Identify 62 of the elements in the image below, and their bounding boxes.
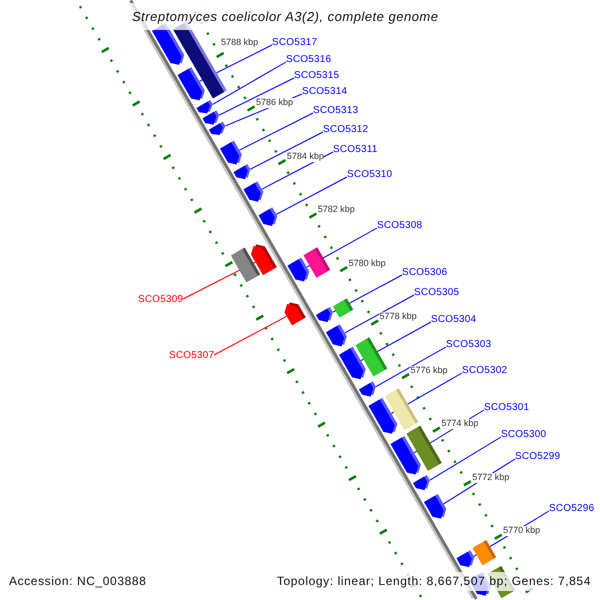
gene-block — [358, 381, 376, 397]
gene-block — [326, 324, 347, 346]
scale-label: 5780 kbp — [348, 258, 386, 269]
gene-label: SCO5303 — [446, 338, 492, 350]
leader-line — [429, 436, 502, 481]
gene-label: SCO5316 — [286, 54, 332, 64]
gene-block — [202, 110, 220, 125]
gene-block — [412, 474, 430, 490]
gene-label: SCO5315 — [294, 70, 340, 80]
scale-label: 5788 kbp — [221, 38, 258, 48]
gene-label: SCO5296 — [549, 502, 594, 514]
leader-line — [238, 112, 314, 151]
gene-label: SCO5299 — [515, 450, 560, 462]
scale-label: 5784 kbp — [286, 152, 324, 162]
gene-label: SCO5301 — [484, 402, 530, 412]
gene-label: SCO5304 — [431, 314, 476, 324]
leader-line — [261, 152, 334, 190]
gene-label: SCO5313 — [313, 104, 358, 116]
gene-block — [196, 100, 213, 114]
gene-block — [287, 258, 310, 282]
gene-label: SCO5309 — [138, 294, 184, 304]
gene-label: SCO5317 — [272, 36, 318, 48]
gene-block — [390, 436, 421, 474]
leader-line — [218, 78, 294, 116]
gene-block — [456, 550, 474, 568]
gene-block — [368, 398, 398, 434]
scale-label: 5772 kbp — [472, 472, 510, 483]
gene-block — [338, 346, 366, 380]
gene-label: SCO5308 — [377, 220, 422, 230]
gene-block — [250, 244, 277, 276]
leader-line — [276, 176, 348, 215]
gene-label: SCO5305 — [414, 286, 460, 298]
leader-line — [212, 62, 286, 105]
gene-block — [233, 164, 250, 180]
leader-line — [214, 316, 288, 356]
gene-block — [424, 494, 446, 519]
accession-text: Accession: NC_003888 — [9, 575, 146, 588]
gene-block — [208, 122, 226, 136]
gene-label: SCO5311 — [333, 144, 378, 154]
gene-label: SCO5307 — [169, 350, 214, 360]
scale-label: 5770 kbp — [503, 526, 540, 536]
scale-label: 5776 kbp — [410, 366, 448, 376]
gene-block — [243, 181, 264, 202]
gene-label: SCO5300 — [501, 428, 546, 440]
scale-label: 5786 kbp — [256, 98, 293, 108]
scale-label: 5778 kbp — [380, 312, 417, 322]
gene-label: SCO5314 — [302, 86, 348, 96]
leader-line — [344, 294, 414, 334]
scale-label: 5782 kbp — [318, 205, 355, 216]
leader-line — [250, 132, 324, 170]
gene-label: SCO5306 — [402, 266, 448, 278]
gene-block — [316, 306, 333, 322]
gene-block — [177, 67, 205, 100]
gene-label: SCO5310 — [347, 168, 392, 180]
scale-label: 5774 kbp — [441, 419, 478, 430]
gene-label: SCO5302 — [462, 364, 508, 376]
gene-block — [220, 140, 242, 164]
leader-line — [332, 274, 402, 313]
leader-line — [375, 346, 446, 388]
gene-label: SCO5312 — [323, 124, 368, 134]
gene-block — [258, 207, 278, 226]
gene-block — [284, 302, 306, 326]
